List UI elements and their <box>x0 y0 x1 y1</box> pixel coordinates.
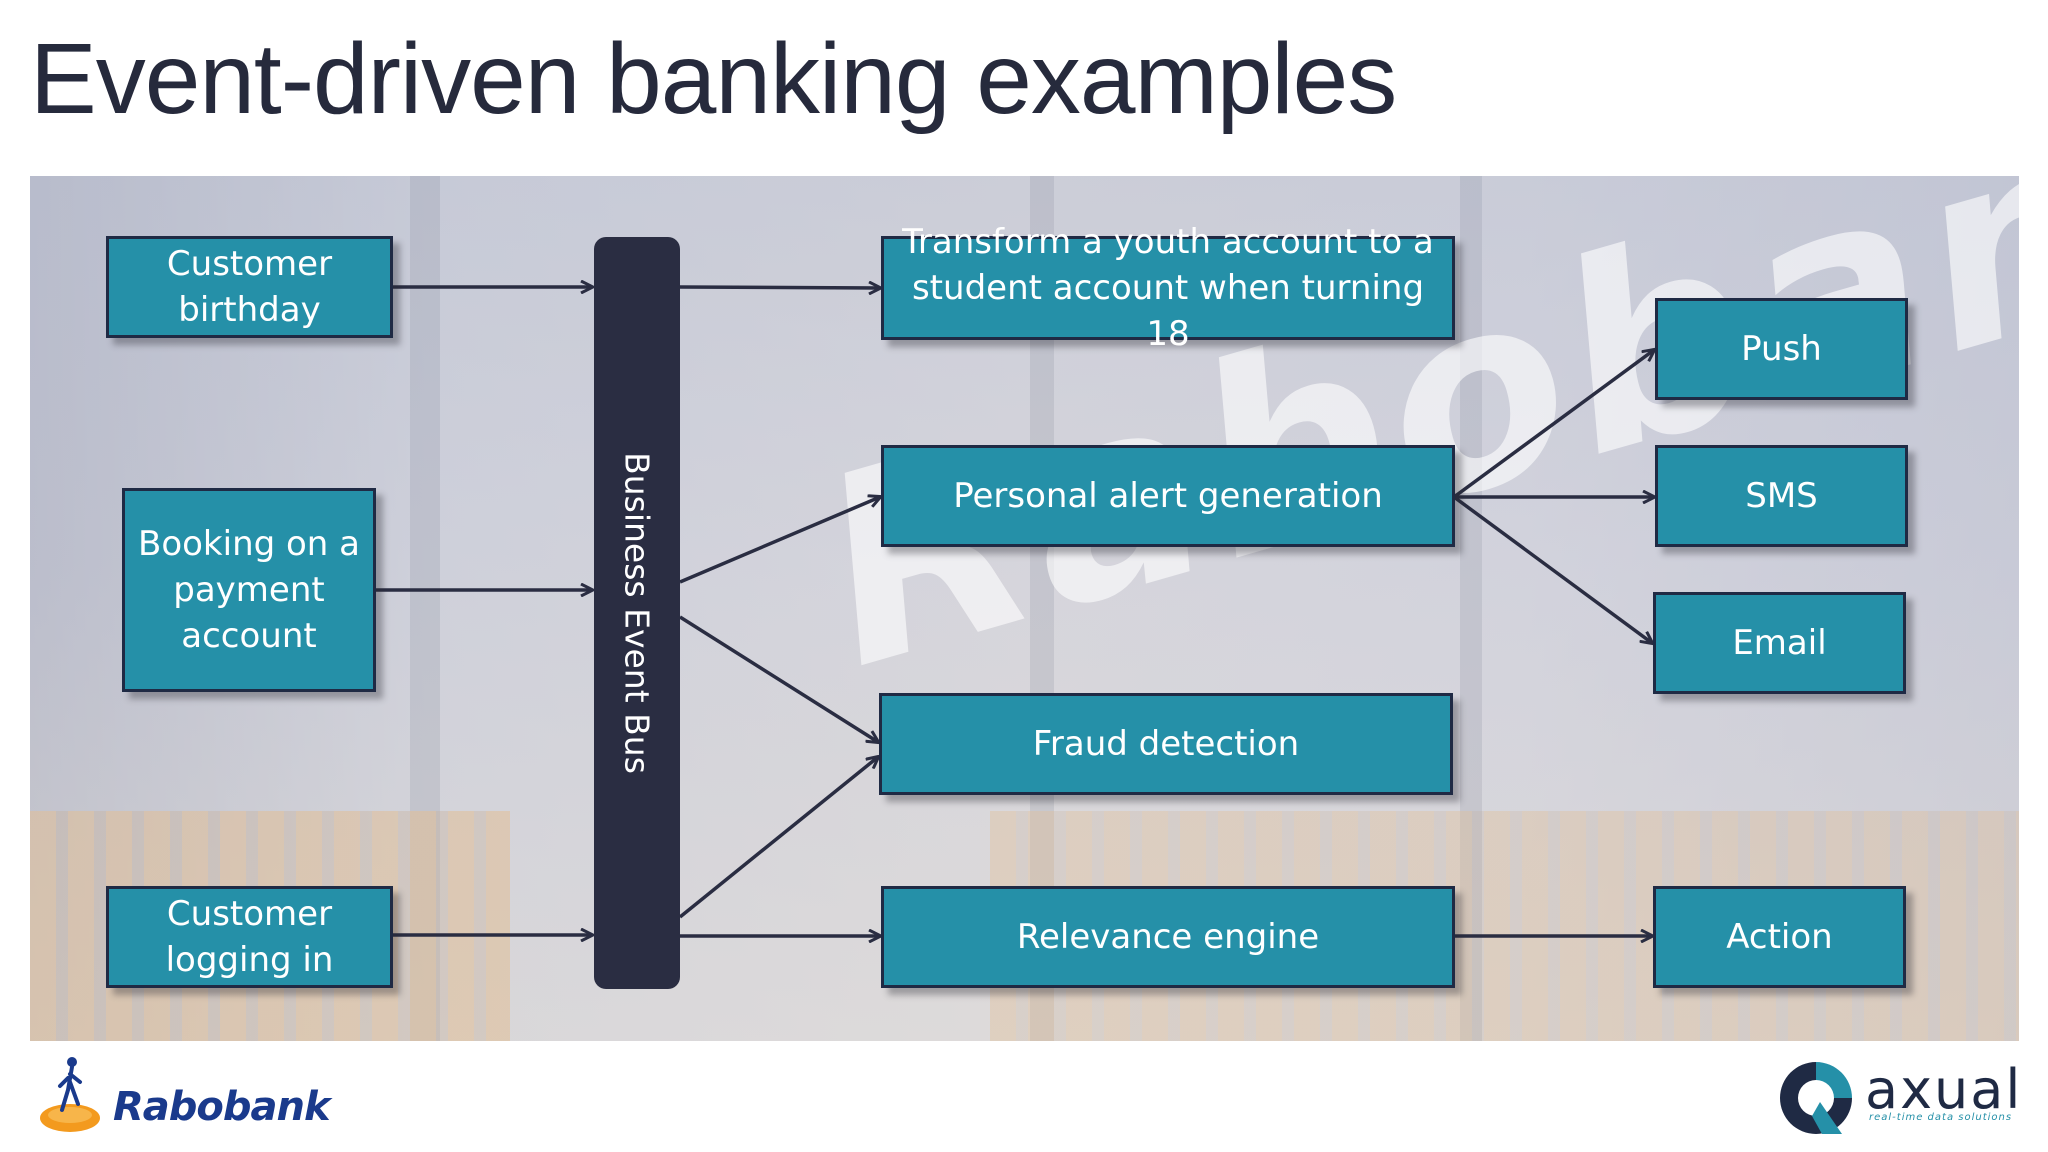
axual-logo-icon <box>1780 1062 1852 1134</box>
fraud-detection-box: Fraud detection <box>879 693 1453 795</box>
booking-payment-account-box: Booking on a payment account <box>122 488 376 692</box>
rabobank-logo-icon <box>40 1057 100 1132</box>
arrow-bus-to-transform <box>679 287 880 288</box>
push-box: Push <box>1655 298 1908 400</box>
sms-box: SMS <box>1655 445 1908 547</box>
personal-alert-generation-box: Personal alert generation <box>881 445 1455 547</box>
customer-logging-in-box: Customer logging in <box>106 886 393 988</box>
axual-tagline: real-time data solutions <box>1869 1112 2013 1123</box>
business-event-bus-label: Business Event Bus <box>617 452 657 774</box>
action-box: Action <box>1653 886 1906 988</box>
relevance-engine-box: Relevance engine <box>881 886 1455 988</box>
transform-youth-account-box: Transform a youth account to a student a… <box>881 222 1455 354</box>
slide-title: Event-driven banking examples <box>30 23 1397 135</box>
arrow-alert-to-push <box>1452 350 1654 499</box>
rabobank-wordmark: Rabobank <box>113 1084 331 1130</box>
email-box: Email <box>1653 592 1906 694</box>
arrow-bus-to-fraud-a <box>679 615 878 742</box>
arrow-bus-to-fraud-b <box>678 757 878 919</box>
customer-birthday-box: Customer birthday <box>106 236 393 338</box>
axual-wordmark: axual <box>1865 1058 2023 1121</box>
business-event-bus <box>594 237 680 989</box>
arrow-bus-to-personal-alert <box>679 497 880 584</box>
arrow-alert-to-email <box>1452 495 1652 643</box>
